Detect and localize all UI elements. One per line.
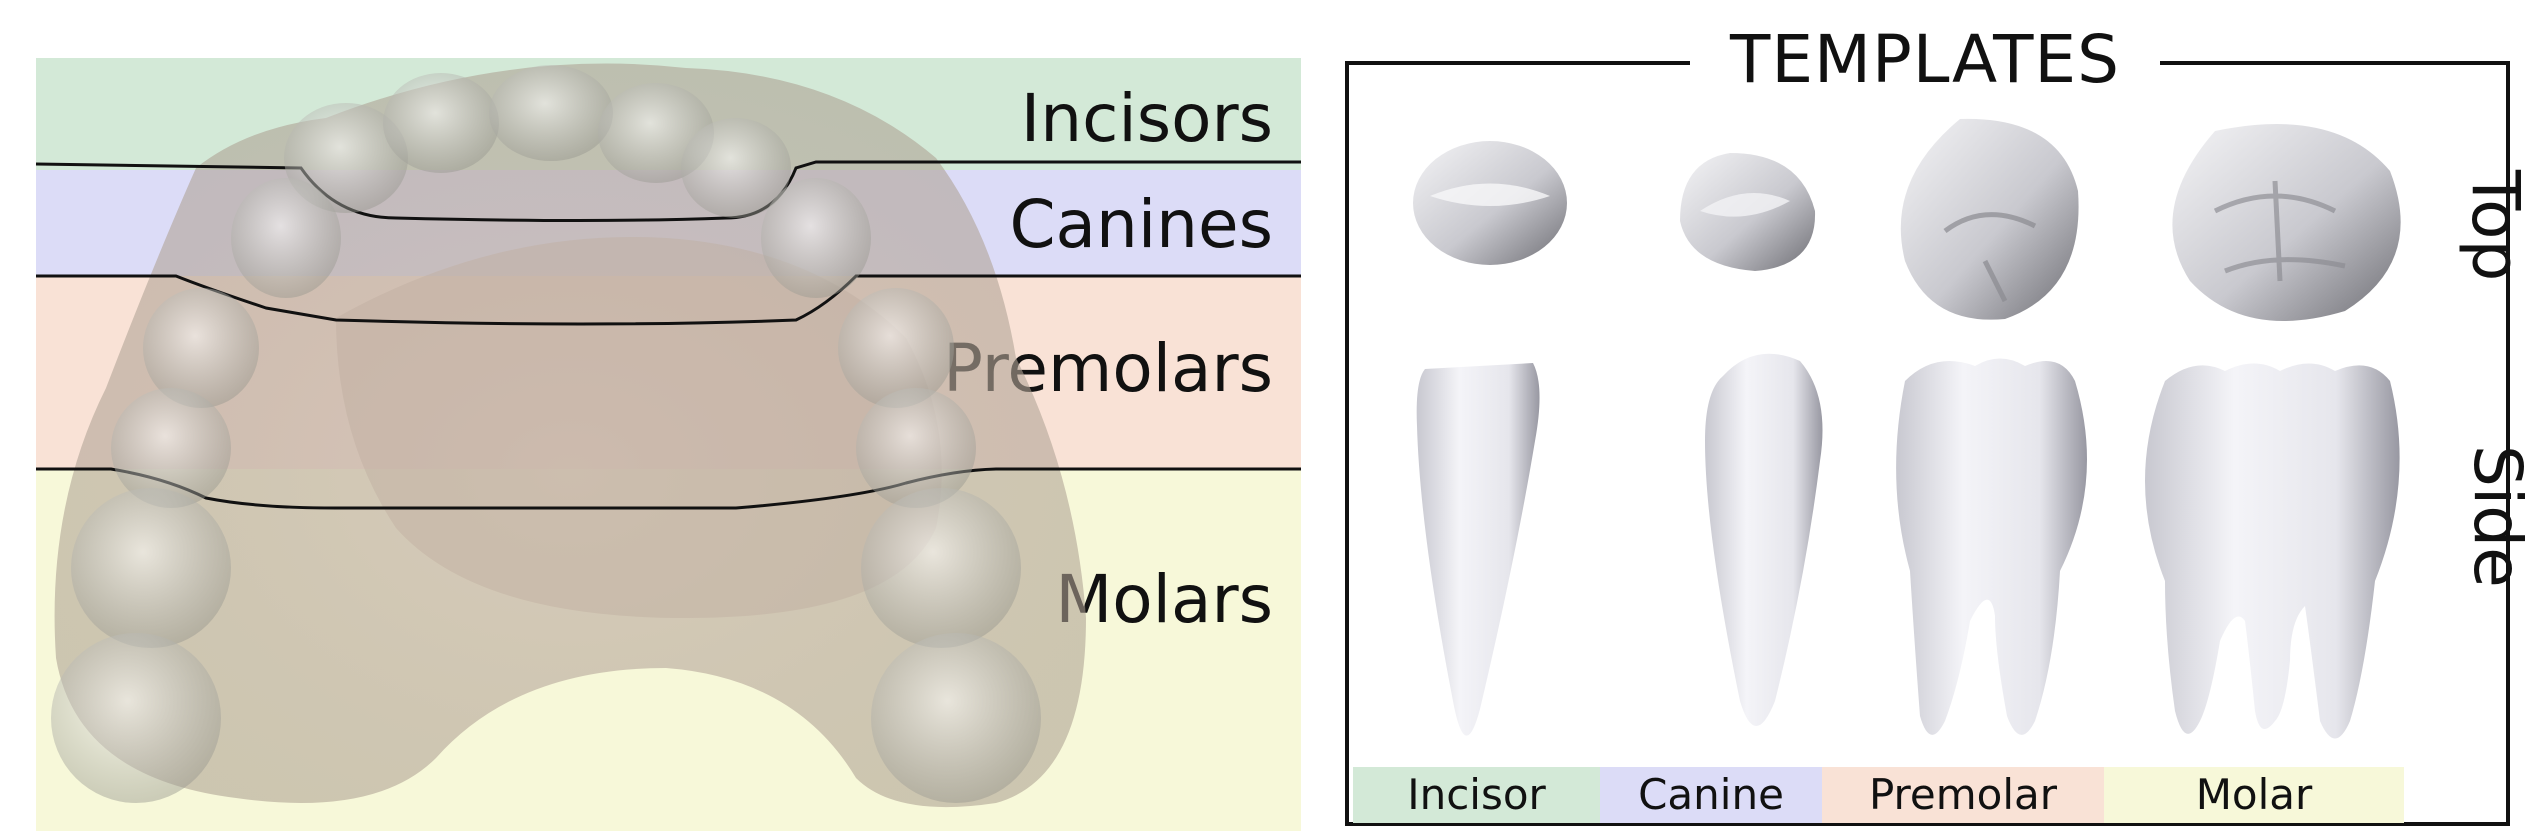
- incisors-label: Incisors: [1020, 80, 1273, 157]
- incisor-top-view: [1413, 141, 1567, 265]
- canine-swatch: Canine: [1600, 767, 1822, 823]
- incisor-teeth: [284, 65, 791, 218]
- molar-side-view: [2145, 363, 2400, 739]
- dental-arch-panel: Incisors Canines Premolars Molars: [35, 58, 1301, 831]
- tooth-templates-illustration: [1413, 118, 2401, 739]
- molar-teeth: [51, 488, 1041, 803]
- dental-arch-illustration: [35, 63, 1301, 808]
- molars-label: Molars: [1055, 561, 1273, 638]
- palate: [336, 237, 942, 618]
- canine-side-view: [1705, 353, 1823, 726]
- side-view-label: Side: [2459, 445, 2536, 588]
- canine-top-view: [1680, 153, 1816, 271]
- canines-label: Canines: [1009, 186, 1273, 263]
- top-view-label: Top: [2457, 170, 2534, 282]
- premolar-top-view: [1900, 118, 2079, 320]
- templates-title: TEMPLATES: [1690, 22, 2160, 98]
- premolar-teeth: [111, 288, 976, 508]
- molar-top-view: [2172, 124, 2401, 321]
- canine-teeth: [231, 178, 871, 298]
- incisor-swatch: Incisor: [1353, 767, 1600, 823]
- premolar-side-view: [1896, 358, 2087, 735]
- molar-swatch: Molar: [2104, 767, 2404, 823]
- premolar-swatch: Premolar: [1822, 767, 2104, 823]
- incisor-side-view: [1416, 363, 1540, 736]
